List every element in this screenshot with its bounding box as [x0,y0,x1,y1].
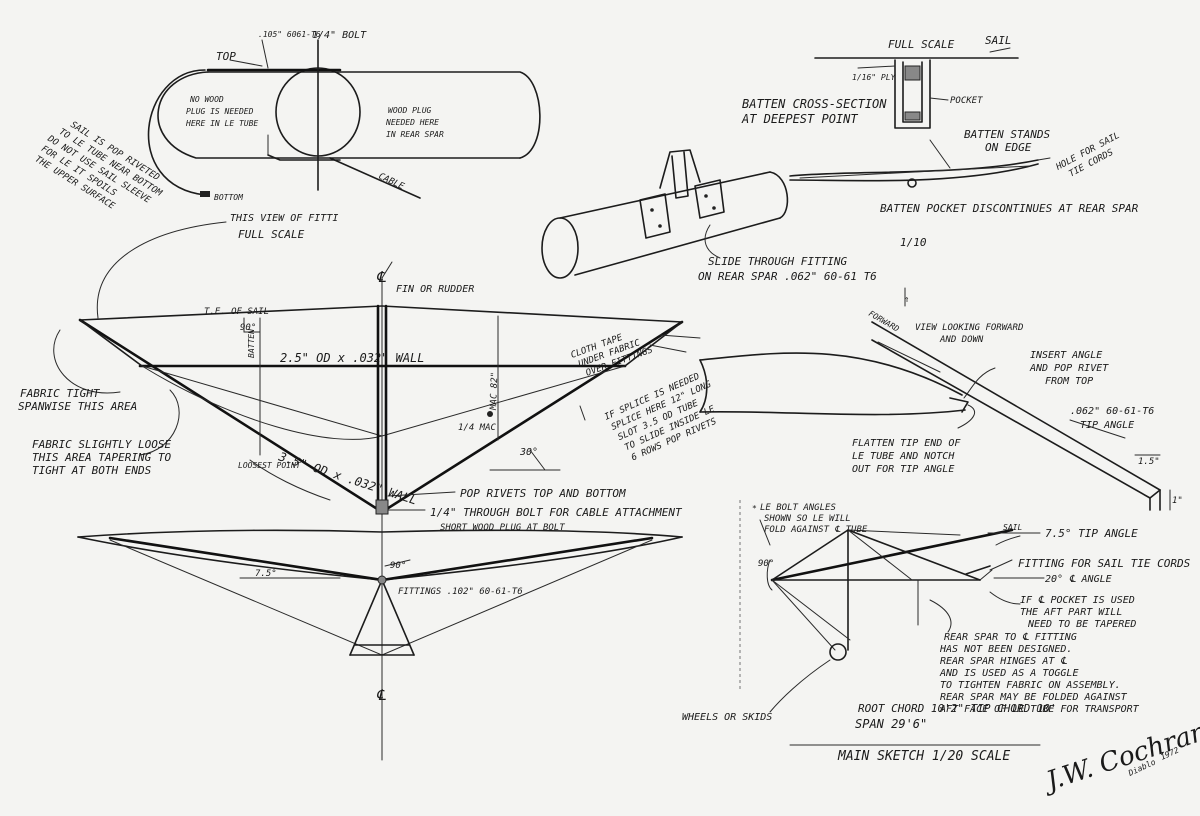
if-pocket-line-2: THE AFT PART WILL [1020,607,1122,618]
rear-note-line-3: REAR SPAR HINGES AT ℄ [940,656,1067,667]
flatten-line-2: LE TUBE AND NOTCH [852,451,955,462]
fabric-loose-line-3: TIGHT AT BOTH ENDS [32,464,152,477]
splice-note: IF SPLICE IS NEEDED SPLICE HERE 12" LONG… [603,372,719,464]
top-label: TOP [216,50,236,63]
rear-note-line-5: TO TIGHTEN FABRIC ON ASSEMBLY. [940,680,1121,691]
cl-mark-bottom: ℄ [376,686,386,704]
flatten-line-1: FLATTEN TIP END OF [852,438,961,449]
front-ninety-label: 90° [390,561,406,571]
le-bolt-line-1: LE BOLT ANGLES [760,503,836,513]
signature: J.W. Cochran [1038,717,1200,799]
flatten-line-3: OUT FOR TIP ANGLE [852,464,954,475]
sail-label: SAIL [985,34,1012,47]
up-arrow-label: ⇑ [904,295,909,305]
front-view [77,529,683,656]
batten-cs-line-2: AT DEEPEST POINT [741,112,858,126]
rear-note-line-6: REAR SPAR MAY BE FOLDED AGAINST [940,692,1128,703]
fin-label: FIN OR RUDDER [396,284,474,295]
root-chord-label: ROOT CHORD 10'2" TIP CHORD 10' [858,702,1057,715]
rear-note-line-7: AFT FACE OF LE TUBE FOR TRANSPORT [939,704,1140,715]
cloth-tape-note: CLOTH TAPE UNDER FABRIC OVER FITTINGS [570,333,655,379]
if-pocket-line-1: IF ℄ POCKET IS USED [1020,595,1135,606]
slide-line-1: SLIDE THROUGH FITTING [708,255,847,268]
leader-this-view [96,221,227,319]
insert-line-2: AND POP RIVET [1029,363,1109,374]
le-tube-label: 3.5" OD x .032" WALL [276,449,419,507]
no-wood-line-2: PLUG IS NEEDED [186,107,254,116]
hole-note: HOLE FOR SAIL TIE CORDS [1054,131,1122,180]
batten-cs-line-1: BATTEN CROSS-SECTION [742,97,887,111]
isometric-view [739,500,1045,713]
cable-label: CABLE [377,172,406,193]
tip-angle-75-label: 7.5° TIP ANGLE [1045,527,1138,540]
fabric-loose-line-2: THIS AREA TAPERING TO [32,451,171,464]
rear-spar-label: 2.5" OD x .032" WALL [280,351,425,365]
insert-line-3: FROM TOP [1045,376,1093,387]
fitting-tie-label: FITTING FOR SAIL TIE CORDS [1018,557,1191,570]
fabric-tight-line-2: SPANWISE THIS AREA [18,400,137,413]
rear-note-line-1: REAR SPAR TO ℄ FITTING [944,632,1077,643]
batten-stands-line-1: BATTEN STANDS [964,128,1050,141]
ply-label: 1/16" PLY [852,73,897,82]
cl-angle-label: 20° ℄ ANGLE [1045,574,1112,585]
rear-spar-fitting [541,139,1051,279]
batten-cross-section [814,47,1019,129]
tip-angle-label: TIP ANGLE [1080,420,1134,431]
batten-pocket-label: BATTEN POCKET DISCONTINUES AT REAR SPAR [880,202,1139,215]
no-wood-line-1: NO WOOD [189,95,224,104]
main-sketch-label: MAIN SKETCH 1/20 SCALE [837,749,1010,764]
view-line-2: AND DOWN [939,335,984,345]
dim-15-label: 1.5" [1138,457,1160,467]
through-bolt-label: 1/4" THROUGH BOLT FOR CABLE ATTACHMENT [430,506,683,519]
ninety-label: 90° [240,323,256,333]
batten-label: BATTEN [247,329,256,358]
main-plan-view [53,261,701,761]
this-view-line-2: FULL SCALE [238,228,305,241]
le-bolt-line-2: SHOWN SO LE WILL [764,514,851,524]
view-line-1: VIEW LOOKING FORWARD [915,323,1023,333]
scale-1-10-label: 1/10 [900,236,927,249]
wood-plug-line-3: IN REAR SPAR [386,130,444,139]
tip-detail [699,287,1171,511]
asterisk-mark: * [752,504,757,513]
te-sail-label: T.E. OF SAIL [204,307,269,317]
iso-ninety-label: 90° [758,559,774,569]
pocket-label: POCKET [950,96,983,106]
front-angle-label: 7.5° [255,569,277,579]
bolt-label: 1/4" BOLT [312,30,367,41]
fabric-tight-line-1: FABRIC TIGHT [20,387,101,400]
bolt-spec-label: .105" 6061-T6 [258,30,321,39]
dim-1-label: 1" [1172,496,1183,506]
mac-label: MAC 82" [489,372,500,411]
pop-rivets-label: POP RIVETS TOP AND BOTTOM [460,487,626,500]
thirty-label: 30° [519,447,538,458]
batten-stands-line-2: ON EDGE [985,141,1032,154]
short-plug-label: SHORT WOOD PLUG AT BOLT [440,523,565,533]
le-fitting-view [147,39,541,199]
rear-note-line-2: HAS NOT BEEN DESIGNED. [939,644,1072,655]
bottom-label: BOTTOM [214,193,244,202]
wood-plug-line-2: NEEDED HERE [385,118,439,127]
cl-mark-top: ℄ [376,268,386,286]
sail-note: SAIL IS POP RIVETED TO LE TUBE NEAR BOTT… [33,120,164,212]
span-label: SPAN 29'6" [855,717,927,731]
fittings-label: FITTINGS .102" 60-61-T6 [398,587,523,597]
insert-line-1: INSERT ANGLE [1030,350,1102,361]
le-bolt-line-3: FOLD AGAINST ℄ TUBE [764,525,868,535]
rear-note-line-4: AND IS USED AS A TOGGLE [939,668,1078,679]
loosest-label: LOOSEST POINT [238,461,302,470]
wood-plug-line-1: WOOD PLUG [388,106,432,115]
full-scale-label: FULL SCALE [888,38,955,51]
fabric-loose-line-1: FABRIC SLIGHTLY LOOSE [32,438,171,451]
iso-sail-label: SAIL [1003,523,1022,532]
quarter-mac-label: 1/4 MAC [458,423,497,433]
if-pocket-line-3: NEED TO BE TAPERED [1027,619,1136,630]
wheels-label: WHEELS OR SKIDS [682,712,772,723]
tip-spec-label: .062" 60-61-T6 [1070,406,1154,417]
no-wood-line-3: HERE IN LE TUBE [185,119,258,128]
slide-line-2: ON REAR SPAR .062" 60-61 T6 [698,270,877,283]
this-view-line-1: THIS VIEW OF FITTI [230,213,338,224]
